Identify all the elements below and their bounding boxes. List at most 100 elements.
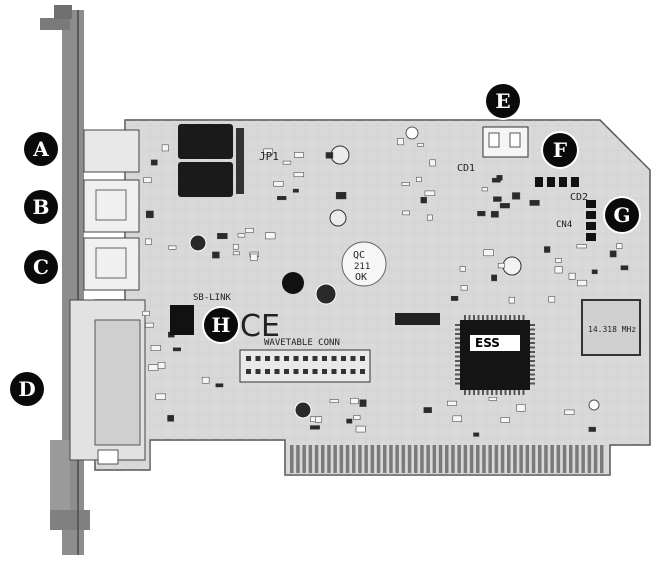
callout-h: H	[204, 308, 238, 342]
smd-part	[508, 296, 515, 304]
edge-contact	[383, 445, 387, 473]
chip-lead	[530, 342, 535, 344]
chip-lead	[530, 346, 535, 349]
edge-contact	[290, 445, 294, 473]
smd-part	[427, 214, 433, 221]
smd-part	[353, 415, 361, 420]
edge-contact	[302, 445, 306, 473]
smd-part	[245, 228, 254, 233]
edge-contact	[507, 445, 511, 473]
edge-contact	[581, 445, 585, 473]
smd-part	[350, 397, 359, 405]
edge-contact	[451, 445, 455, 473]
chip-lead	[509, 390, 511, 395]
connector-pin	[322, 369, 327, 374]
header-pin	[586, 200, 596, 208]
smd-part	[148, 364, 159, 371]
cd1-label: CD1	[457, 163, 475, 174]
chip-lead	[530, 324, 535, 326]
inductors	[178, 124, 244, 197]
smd-part	[499, 203, 510, 209]
smd-part	[325, 152, 334, 159]
smd-part	[292, 188, 299, 193]
edge-contact	[482, 445, 486, 473]
chip-lead	[518, 390, 520, 395]
connector-pin	[303, 356, 308, 361]
edge-contact	[569, 445, 573, 473]
chip-lead	[455, 328, 460, 331]
smd-part	[355, 425, 366, 433]
smd-part	[212, 251, 220, 259]
chip-lead	[455, 333, 460, 335]
smd-part	[217, 233, 228, 240]
smd-part	[232, 251, 240, 256]
edge-contact	[488, 445, 492, 473]
header-pin	[586, 233, 596, 241]
chip-lead	[464, 315, 466, 320]
smd-part	[417, 143, 424, 147]
edge-contact	[593, 445, 598, 473]
connector-pin	[293, 356, 299, 361]
sb-link-header	[170, 305, 194, 335]
edge-contact	[445, 445, 449, 473]
edge-contact	[314, 445, 319, 473]
callout-c: C	[24, 250, 58, 284]
chip-lead	[491, 390, 493, 395]
connector-pin	[293, 369, 299, 374]
chip-lead	[513, 315, 516, 320]
cd2-label: CD2	[570, 192, 588, 203]
connector-pin	[284, 356, 289, 361]
chip-lead	[495, 315, 498, 320]
connector-pin	[246, 356, 251, 361]
edge-contact	[494, 445, 499, 473]
qc-line-2: 211	[354, 262, 370, 272]
smd-part	[155, 393, 166, 400]
edge-contact	[562, 445, 567, 473]
chip-lead	[530, 328, 535, 331]
smd-part	[346, 418, 353, 424]
smd-part	[402, 210, 410, 216]
chip-lead	[509, 315, 511, 320]
edge-contact	[538, 445, 542, 473]
smd-part	[459, 266, 466, 272]
chip-lead	[530, 369, 535, 371]
edge-contact	[587, 445, 592, 473]
sb-link-label: SB-LINK	[193, 293, 232, 303]
smd-part	[145, 322, 155, 328]
chip-lead	[455, 373, 460, 376]
smd-part	[201, 376, 210, 384]
chip-lead	[455, 378, 460, 380]
connector-pin	[360, 356, 365, 361]
connector-pin	[246, 369, 251, 374]
cn4-header	[586, 200, 596, 241]
chip-lead	[455, 337, 460, 340]
edge-contact	[364, 445, 368, 473]
chip-lead	[477, 315, 480, 320]
smd-part	[452, 415, 462, 422]
chip-lead	[530, 378, 535, 380]
wavetable-label: WAVETABLE CONN	[264, 338, 340, 348]
edge-contact	[469, 445, 474, 473]
header-pin	[547, 177, 555, 187]
smd-part	[491, 274, 498, 282]
smd-part	[161, 144, 169, 152]
connector-pin	[274, 369, 280, 374]
callout-a: A	[24, 132, 58, 166]
chip-lead	[468, 315, 471, 320]
edge-contact	[519, 445, 523, 473]
smd-part	[282, 160, 292, 165]
smd-part	[548, 296, 556, 303]
chip-lead	[500, 315, 502, 320]
chip-lead	[455, 342, 460, 344]
connector-pin	[331, 369, 337, 374]
smd-part	[544, 246, 551, 253]
jp1-label: JP1	[259, 150, 279, 163]
connector-pin	[350, 356, 356, 361]
chip-lead	[473, 315, 475, 320]
chip-lead	[530, 360, 535, 362]
smd-part	[167, 415, 174, 422]
connector-pin	[255, 369, 261, 374]
chip-lead	[473, 390, 475, 395]
edge-contact	[476, 445, 480, 473]
